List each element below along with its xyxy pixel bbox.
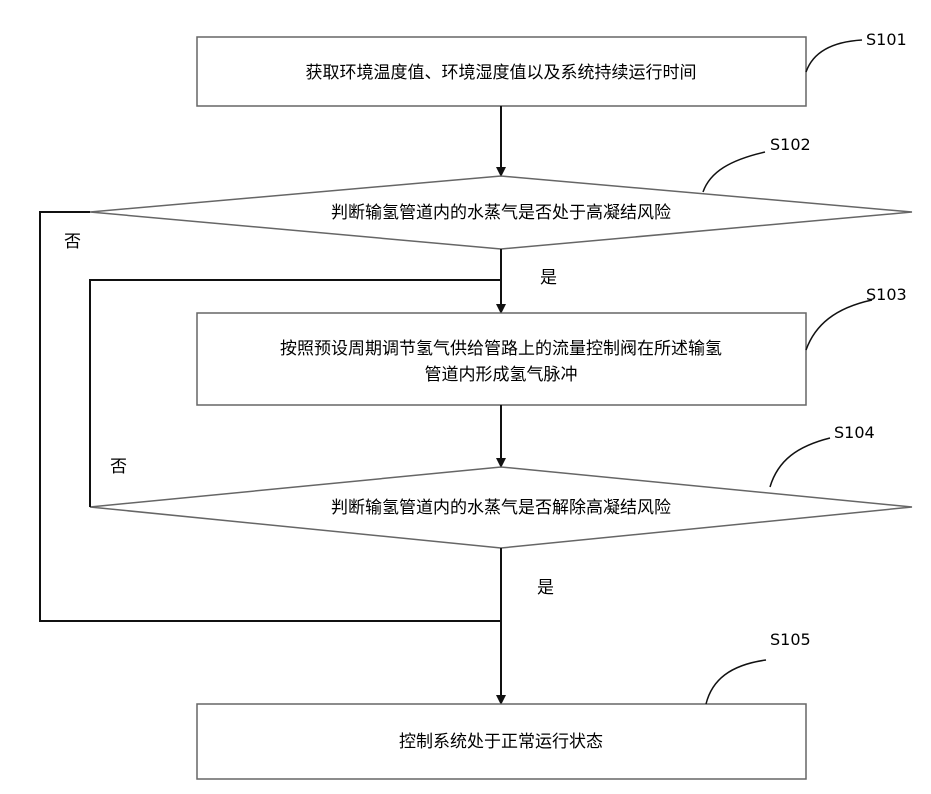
step-s105-callout: S105 — [706, 630, 811, 704]
callout-curve — [703, 152, 765, 192]
step-s101-id: S101 — [866, 30, 907, 49]
branch-s102-yes-label: 是 — [540, 268, 557, 288]
step-s105-id: S105 — [770, 630, 811, 649]
step-s103-text-line2: 管道内形成氢气脉冲 — [425, 365, 578, 385]
decision-s102: 判断输氢管道内的水蒸气是否处于高凝结风险 — [90, 176, 912, 249]
step-s105-text: 控制系统处于正常运行状态 — [399, 732, 603, 752]
decision-s102-callout: S102 — [703, 135, 811, 192]
decision-s104-text: 判断输氢管道内的水蒸气是否解除高凝结风险 — [331, 498, 671, 518]
step-s101: 获取环境温度值、环境湿度值以及系统持续运行时间 — [197, 37, 806, 106]
decision-s102-id: S102 — [770, 135, 811, 154]
step-s101-callout: S101 — [806, 30, 907, 72]
step-s103-callout: S103 — [806, 285, 907, 350]
decision-s104: 判断输氢管道内的水蒸气是否解除高凝结风险 — [90, 467, 912, 548]
step-s103-id: S103 — [866, 285, 907, 304]
branch-s104-no-label: 否 — [110, 457, 127, 477]
arrow-s102-no — [40, 212, 501, 621]
step-s103-box — [197, 313, 806, 405]
step-s103: 按照预设周期调节氢气供给管路上的流量控制阀在所述输氢 管道内形成氢气脉冲 — [197, 313, 806, 405]
branch-s102-no-label: 否 — [64, 232, 81, 252]
decision-s104-id: S104 — [834, 423, 875, 442]
step-s105: 控制系统处于正常运行状态 — [197, 704, 806, 779]
decision-s104-callout: S104 — [770, 423, 875, 487]
branch-s104-yes-label: 是 — [537, 578, 554, 598]
decision-s102-text: 判断输氢管道内的水蒸气是否处于高凝结风险 — [331, 203, 671, 223]
callout-curve — [806, 40, 862, 72]
callout-curve — [770, 438, 830, 487]
step-s101-text: 获取环境温度值、环境湿度值以及系统持续运行时间 — [306, 63, 697, 83]
callout-curve — [806, 300, 872, 350]
step-s103-text-line1: 按照预设周期调节氢气供给管路上的流量控制阀在所述输氢 — [280, 339, 722, 359]
callout-curve — [706, 660, 766, 704]
